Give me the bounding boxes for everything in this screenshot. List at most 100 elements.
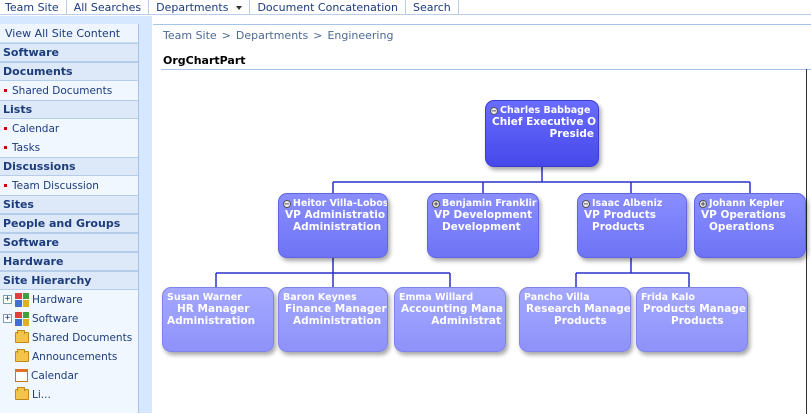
tree-item-label: Li... bbox=[32, 388, 51, 401]
tree-item-hardware[interactable]: + Hardware bbox=[0, 290, 138, 309]
bullet-icon bbox=[4, 127, 7, 130]
folder-icon bbox=[15, 330, 29, 343]
topnav-label: Team Site bbox=[5, 0, 59, 14]
topnav-departments[interactable]: Departments bbox=[149, 0, 251, 15]
tree-item-label: Calendar bbox=[31, 369, 79, 382]
expand-icon[interactable]: + bbox=[432, 199, 440, 208]
node-name: Charles Babbage bbox=[500, 105, 591, 116]
org-node-manager[interactable]: Pancho Villa Research Manage Products bbox=[519, 287, 631, 352]
sidebar-heading-site-hierarchy[interactable]: Site Hierarchy bbox=[0, 271, 138, 290]
node-title: VP Development bbox=[434, 209, 533, 221]
org-node-vp[interactable]: +Johann Kepler VP Operations Operations bbox=[694, 193, 806, 258]
breadcrumb-separator: > bbox=[221, 29, 231, 42]
sidebar-item-label: Shared Documents bbox=[12, 84, 113, 97]
topnav-all-searches[interactable]: All Searches bbox=[67, 0, 150, 15]
sidebar-heading-hardware[interactable]: Hardware bbox=[0, 252, 138, 271]
expand-icon[interactable]: + bbox=[3, 313, 12, 323]
node-dept: Products bbox=[671, 315, 724, 327]
sidebar-item-label: Tasks bbox=[12, 141, 41, 154]
node-dept: Development bbox=[442, 221, 521, 233]
frame-border bbox=[806, 69, 807, 414]
collapse-icon[interactable]: − bbox=[283, 199, 291, 208]
bullet-icon bbox=[4, 184, 7, 187]
org-node-manager[interactable]: Susan Warner HR Manager Administration bbox=[162, 287, 274, 352]
node-title: Accounting Mana bbox=[401, 303, 504, 315]
dropdown-caret-icon bbox=[236, 5, 243, 10]
node-name: Baron Keynes bbox=[283, 292, 357, 303]
tree-item-label: Shared Documents bbox=[32, 331, 133, 344]
org-node-manager[interactable]: Baron Keynes Finance Manager Administrat… bbox=[278, 287, 388, 352]
breadcrumb-link-departments[interactable]: Departments bbox=[235, 29, 309, 42]
announcements-icon bbox=[15, 349, 29, 362]
topnav-search[interactable]: Search bbox=[406, 0, 459, 15]
tree-item-shared-documents[interactable]: Shared Documents bbox=[0, 328, 138, 347]
site-icon bbox=[15, 311, 29, 326]
org-node-vp[interactable]: +Benjamin Franklir VP Development Develo… bbox=[427, 193, 539, 258]
sidebar-heading-sites[interactable]: Sites bbox=[0, 195, 138, 214]
node-dept: Preside bbox=[549, 128, 594, 140]
node-dept: Operations bbox=[709, 221, 775, 233]
topnav-team-site[interactable]: Team Site bbox=[0, 0, 67, 15]
node-title: VP Operations bbox=[701, 209, 786, 221]
sidebar-heading-documents[interactable]: Documents bbox=[0, 62, 138, 81]
breadcrumb-current: Engineering bbox=[327, 29, 394, 42]
topnav-label: All Searches bbox=[73, 0, 142, 14]
org-node-manager[interactable]: Frida Kalo Products Manage Products bbox=[636, 287, 748, 352]
sidebar-item-tasks[interactable]: Tasks bbox=[0, 138, 138, 157]
sidebar-item-shared-documents[interactable]: Shared Documents bbox=[0, 81, 138, 100]
node-name: Emma Willard bbox=[399, 292, 474, 303]
tree-item-label: Announcements bbox=[32, 350, 118, 363]
sidebar-heading-lists[interactable]: Lists bbox=[0, 100, 138, 119]
org-node-vp[interactable]: −Isaac Albeniz VP Products Products bbox=[577, 193, 687, 258]
sidebar-heading-software-2[interactable]: Software bbox=[0, 233, 138, 252]
collapse-icon[interactable]: − bbox=[582, 199, 590, 208]
node-name: Johann Kepler bbox=[709, 198, 784, 209]
tree-item-calendar[interactable]: Calendar bbox=[0, 366, 138, 385]
expand-icon[interactable]: + bbox=[3, 294, 12, 304]
sidebar-heading-software[interactable]: Software bbox=[0, 43, 138, 62]
node-title: VP Administratio bbox=[285, 209, 386, 221]
webpart-title: OrgChartPart bbox=[163, 54, 246, 67]
node-title: Research Manage bbox=[526, 303, 631, 315]
collapse-icon[interactable]: − bbox=[490, 106, 498, 115]
sidebar-item-calendar[interactable]: Calendar bbox=[0, 119, 138, 138]
node-name: Frida Kalo bbox=[641, 292, 695, 303]
calendar-icon bbox=[15, 369, 28, 382]
folder-icon bbox=[15, 387, 29, 400]
tree-item-label: Hardware bbox=[32, 293, 83, 306]
node-name: Susan Warner bbox=[167, 292, 242, 303]
sidebar-item-label: Team Discussion bbox=[12, 179, 99, 192]
node-name: Heitor Villa-Lobos bbox=[292, 198, 388, 209]
top-navigation: Team Site All Searches Departments Docum… bbox=[0, 0, 811, 15]
node-title: VP Products bbox=[584, 209, 657, 221]
node-dept: Administration bbox=[167, 315, 256, 327]
node-title: HR Manager bbox=[177, 303, 250, 315]
breadcrumb: Team Site > Departments > Engineering bbox=[163, 29, 393, 42]
view-all-site-content-link[interactable]: View All Site Content bbox=[0, 24, 138, 43]
breadcrumb-link-team-site[interactable]: Team Site bbox=[163, 29, 217, 42]
sidebar-heading-people-and-groups[interactable]: People and Groups bbox=[0, 214, 138, 233]
org-node-manager[interactable]: Emma Willard Accounting Mana Administrat bbox=[394, 287, 506, 352]
sidebar-item-label: Calendar bbox=[12, 122, 60, 135]
org-node-ceo[interactable]: −Charles Babbage Chief Executive O Presi… bbox=[485, 100, 599, 167]
node-dept: Products bbox=[554, 315, 607, 327]
tree-item-software[interactable]: +Software bbox=[0, 309, 138, 328]
breadcrumb-separator: > bbox=[313, 29, 323, 42]
org-node-vp[interactable]: −Heitor Villa-Lobos VP Administratio Adm… bbox=[278, 193, 388, 258]
node-title: Chief Executive O bbox=[492, 116, 597, 128]
node-dept: Products bbox=[592, 221, 645, 233]
quick-launch-sidebar: View All Site Content Software Documents… bbox=[0, 24, 139, 413]
node-dept: Administration bbox=[293, 221, 382, 233]
topnav-document-concatenation[interactable]: Document Concatenation bbox=[250, 0, 406, 15]
webpart-title-divider bbox=[161, 69, 811, 70]
node-name: Benjamin Franklir bbox=[442, 198, 537, 209]
tree-item-announcements[interactable]: Announcements bbox=[0, 347, 138, 366]
node-dept: Administration bbox=[293, 315, 382, 327]
sidebar-item-team-discussion[interactable]: Team Discussion bbox=[0, 176, 138, 195]
node-name: Isaac Albeniz bbox=[592, 198, 663, 209]
node-title: Finance Manager bbox=[285, 303, 387, 315]
bullet-icon bbox=[4, 146, 7, 149]
expand-icon[interactable]: + bbox=[699, 199, 707, 208]
sidebar-heading-discussions[interactable]: Discussions bbox=[0, 157, 138, 176]
tree-item-partial[interactable]: Li... bbox=[0, 385, 138, 404]
